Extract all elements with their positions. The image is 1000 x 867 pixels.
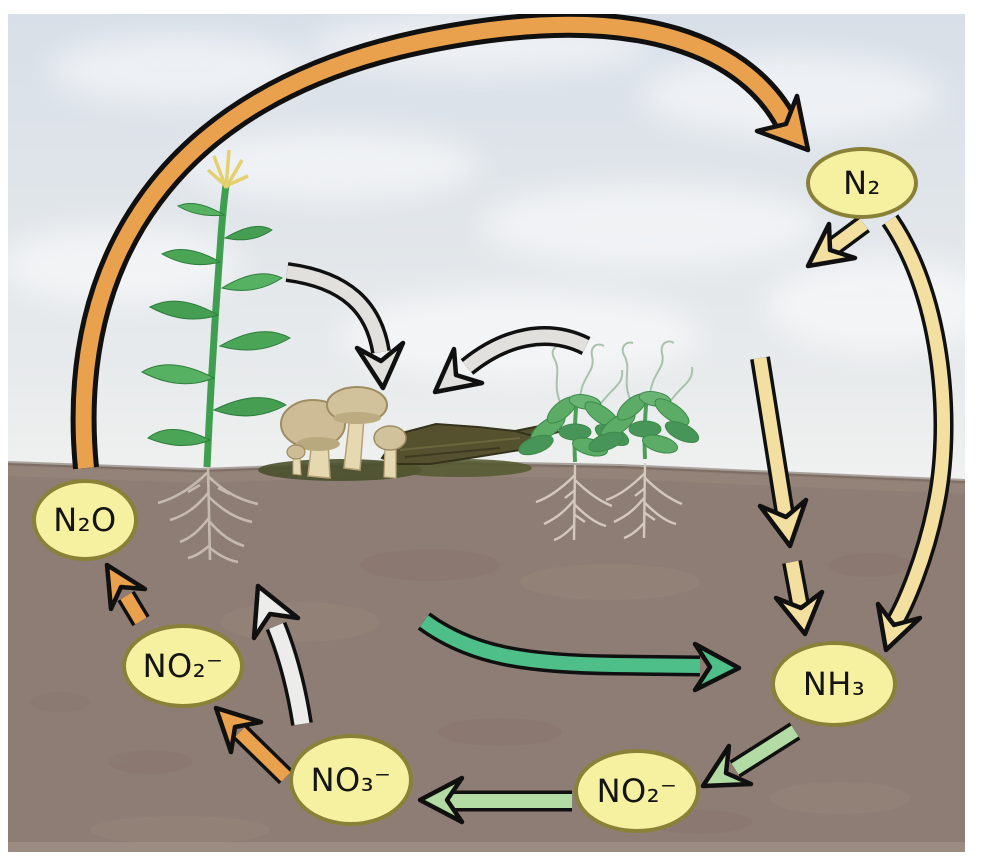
corn-roots bbox=[157, 466, 259, 564]
arrow-no2-to-n2o bbox=[104, 562, 150, 627]
legume-plants-illustration bbox=[518, 340, 700, 463]
node-n2: N₂ bbox=[806, 147, 918, 219]
arrow-no3-to-no2 bbox=[213, 705, 293, 785]
arrow-decomposers-to-nh3 bbox=[417, 612, 742, 693]
node-nh3-label: NH₃ bbox=[802, 665, 866, 703]
arrow-n2-to-soil bbox=[805, 215, 870, 269]
node-no3-label: NO₃⁻ bbox=[310, 761, 392, 799]
arrow-nh3-to-no2 bbox=[700, 722, 801, 789]
soil-dark-patches bbox=[30, 549, 912, 834]
arrow-n2-to-nh3 bbox=[875, 214, 954, 653]
corn-leaves bbox=[140, 203, 291, 447]
decaying-log bbox=[380, 422, 560, 465]
mushrooms bbox=[280, 386, 407, 479]
node-n2o-label: N₂O bbox=[53, 501, 117, 539]
node-no2-right: NO₂⁻ bbox=[574, 749, 700, 833]
node-no2-right-label: NO₂⁻ bbox=[596, 772, 678, 810]
corn-tassel bbox=[206, 149, 249, 189]
arrow-no3-to-plants bbox=[251, 583, 313, 726]
node-nh3: NH₃ bbox=[771, 641, 897, 727]
legume-roots bbox=[535, 462, 683, 542]
node-n2o: N₂O bbox=[32, 479, 138, 561]
arrow-n2o-to-n2 bbox=[70, 14, 811, 470]
arrow-fixation-upper bbox=[750, 356, 809, 549]
sky-background bbox=[8, 14, 965, 504]
arrow-corn-to-decomposers bbox=[285, 262, 406, 391]
node-n2-label: N₂ bbox=[843, 164, 881, 202]
arrow-no2-to-no3 bbox=[417, 775, 572, 825]
arrow-fixation-lower bbox=[773, 560, 825, 637]
node-no2-left-label: NO₂⁻ bbox=[142, 647, 224, 685]
decomposers-illustration bbox=[258, 386, 560, 481]
node-no3: NO₃⁻ bbox=[289, 734, 413, 826]
arrow-legume-to-decomposers bbox=[432, 326, 591, 395]
node-no2-left: NO₂⁻ bbox=[122, 624, 244, 708]
corn-plant-illustration bbox=[140, 149, 291, 468]
